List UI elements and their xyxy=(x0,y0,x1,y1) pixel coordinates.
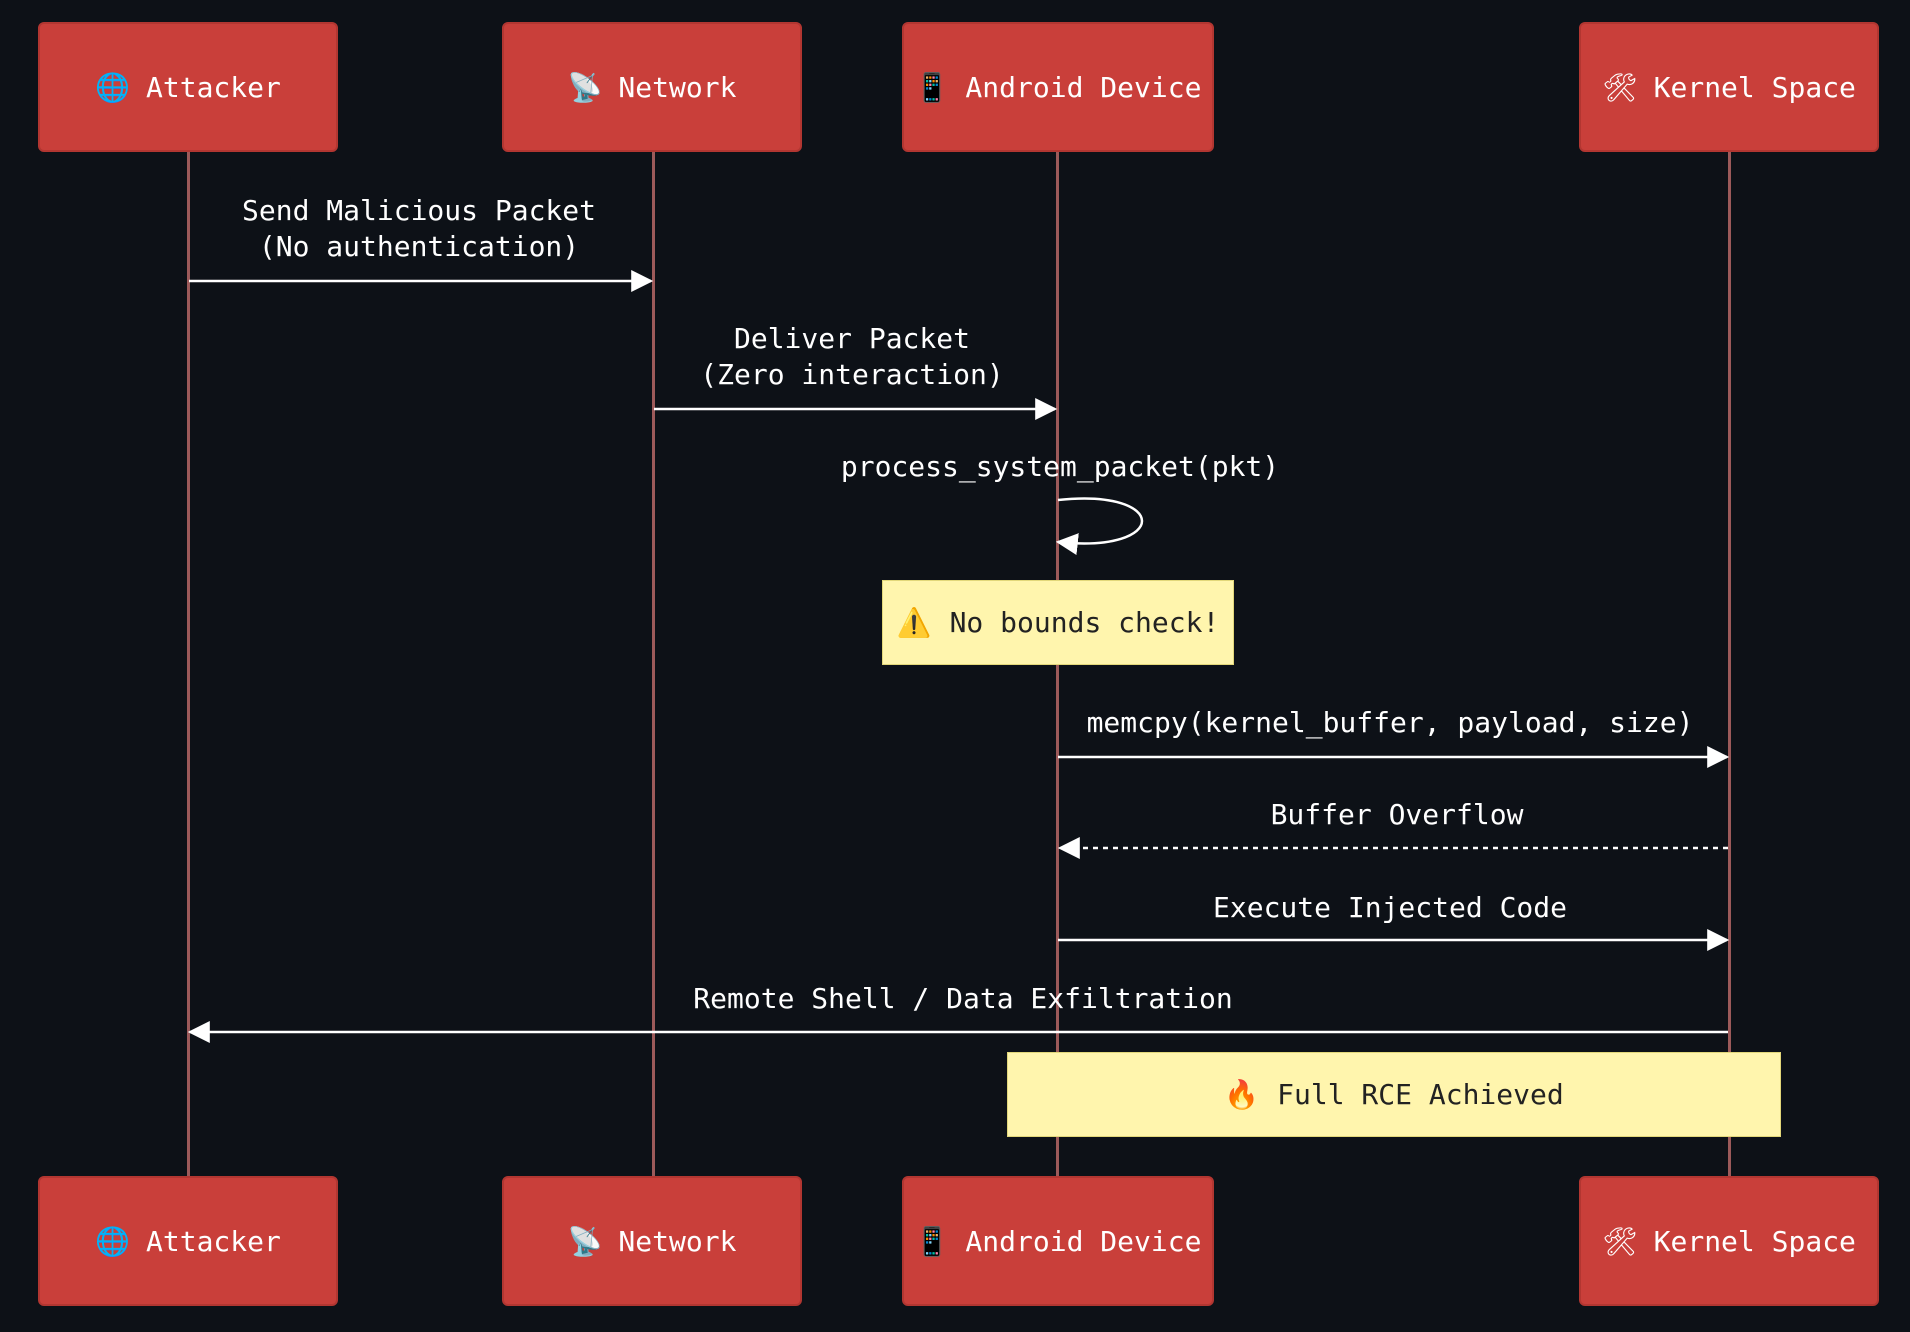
message-label-memcpy: memcpy(kernel_buffer, payload, size) xyxy=(1087,705,1694,741)
note-no-bounds-check: ⚠️ No bounds check! xyxy=(882,580,1234,665)
globe-icon: 🌐 xyxy=(95,70,130,104)
message-line: Deliver Packet xyxy=(733,322,970,355)
fire-icon: 🔥 xyxy=(1224,1078,1260,1111)
actor-network-top: 📡 Network xyxy=(502,22,802,152)
warning-icon: ⚠️ xyxy=(896,606,932,639)
message-line: Buffer Overflow xyxy=(1270,798,1524,831)
mobile-phone-icon: 📱 xyxy=(914,70,950,104)
message-line: Remote Shell / Data Exfiltration xyxy=(693,982,1233,1015)
message-line: (No authentication) xyxy=(258,230,580,263)
actor-attacker-bottom: 🌐 Attacker xyxy=(38,1176,338,1306)
actor-label: Kernel Space xyxy=(1653,70,1856,104)
note-full-rce-achieved: 🔥 Full RCE Achieved xyxy=(1007,1052,1781,1137)
actor-android-device-top: 📱 Android Device xyxy=(902,22,1214,152)
actor-network-bottom: 📡 Network xyxy=(502,1176,802,1306)
message-line: (Zero interaction) xyxy=(700,358,1004,391)
actor-label: Network xyxy=(618,70,737,104)
mobile-phone-icon: 📱 xyxy=(914,1224,950,1258)
satellite-antenna-icon: 📡 xyxy=(567,1224,603,1258)
tools-icon: 🛠 xyxy=(1602,1224,1638,1258)
actor-label: Network xyxy=(618,1224,737,1258)
actor-label: Android Device xyxy=(965,70,1202,104)
message-label-send-malicious-packet: Send Malicious Packet (No authentication… xyxy=(242,193,596,265)
message-label-execute-injected-code: Execute Injected Code xyxy=(1213,890,1567,926)
message-line: Send Malicious Packet xyxy=(241,194,597,227)
actor-kernel-space-bottom: 🛠 Kernel Space xyxy=(1579,1176,1879,1306)
actor-label: Android Device xyxy=(965,1224,1202,1258)
tools-icon: 🛠 xyxy=(1602,70,1638,104)
actor-label: Attacker xyxy=(146,1224,281,1258)
message-label-remote-shell: Remote Shell / Data Exfiltration xyxy=(693,981,1232,1017)
message-line: process_system_packet(pkt) xyxy=(840,450,1280,483)
actor-attacker-top: 🌐 Attacker xyxy=(38,22,338,152)
satellite-antenna-icon: 📡 xyxy=(567,70,603,104)
message-label-deliver-packet: Deliver Packet (Zero interaction) xyxy=(700,321,1003,393)
note-text: No bounds check! xyxy=(949,606,1220,639)
lifeline-attacker xyxy=(187,152,190,1176)
message-line: Execute Injected Code xyxy=(1212,891,1568,924)
actor-label: Attacker xyxy=(146,70,281,104)
message-label-buffer-overflow: Buffer Overflow xyxy=(1271,797,1524,833)
arrow-process-system-packet-loop xyxy=(1055,497,1144,556)
actor-label: Kernel Space xyxy=(1653,1224,1856,1258)
lifeline-network xyxy=(652,152,655,1176)
note-text: Full RCE Achieved xyxy=(1277,1078,1564,1111)
message-line: memcpy(kernel_buffer, payload, size) xyxy=(1086,706,1694,739)
actor-kernel-space-top: 🛠 Kernel Space xyxy=(1579,22,1879,152)
lifeline-kernel-space xyxy=(1728,152,1731,1176)
actor-android-device-bottom: 📱 Android Device xyxy=(902,1176,1214,1306)
globe-icon: 🌐 xyxy=(95,1224,130,1258)
message-label-process-system-packet: process_system_packet(pkt) xyxy=(841,449,1279,485)
